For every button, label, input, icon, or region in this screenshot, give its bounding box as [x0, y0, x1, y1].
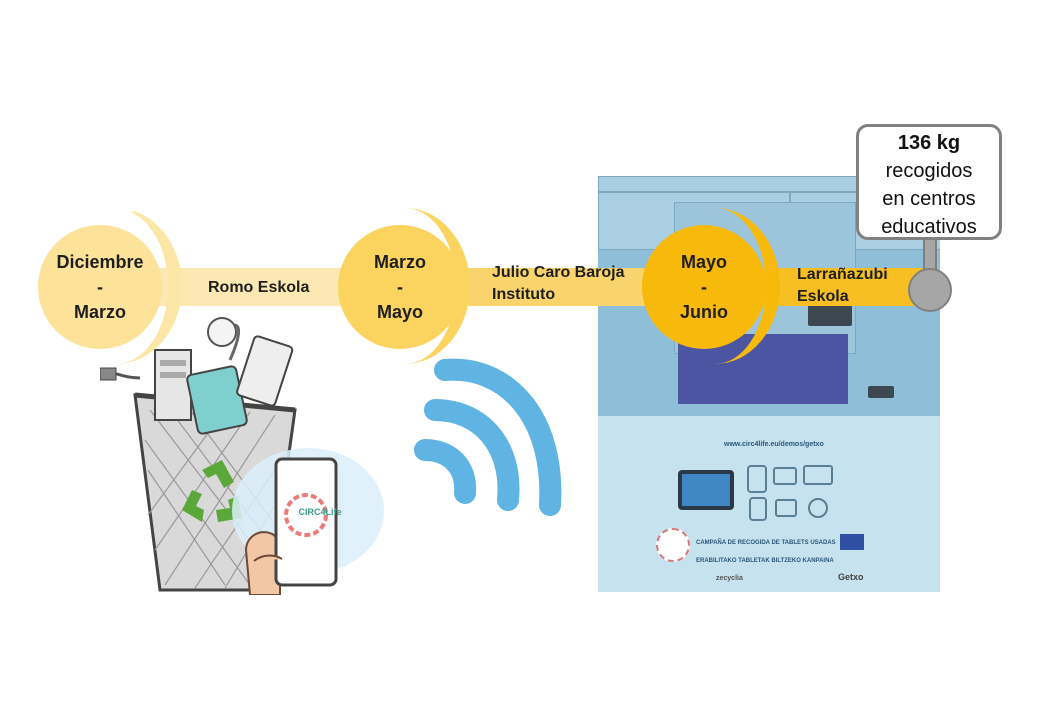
stage-2-start: Marzo	[373, 251, 426, 272]
phone-app-name: CIRC4Life	[298, 507, 342, 517]
stage-2-circle: Marzo - Mayo	[338, 225, 462, 349]
devices-icon	[678, 465, 833, 521]
stage-1-dash: -	[97, 276, 103, 297]
callout-line-2: en centros	[882, 188, 976, 210]
timeline-bar-2	[430, 268, 680, 306]
kiosk-url: www.circ4life.eu/demos/getxo	[724, 441, 824, 448]
stage-3-end: Junio	[680, 301, 728, 322]
stage-2-end: Mayo	[376, 301, 423, 322]
kiosk-campaign-line-1: CAMPAÑA DE RECOGIDA DE TABLETS USADAS	[696, 540, 836, 546]
wifi-icon	[414, 358, 562, 516]
stage-2-dash: -	[397, 276, 403, 297]
callout-line-3: educativos	[881, 216, 977, 238]
callout-amount: 136 kg	[897, 132, 961, 154]
smartphone-icon	[274, 457, 338, 587]
stage-3-circle: Mayo - Junio	[642, 225, 766, 349]
timeline-end-dot	[908, 268, 952, 312]
eu-flag-icon	[840, 534, 864, 550]
stage-1-circle: Diciembre - Marzo	[38, 225, 162, 349]
stage-1-end: Marzo	[73, 301, 126, 322]
kiosk-sponsor-2: Getxo	[838, 572, 864, 582]
kiosk-sponsor-1: zecyclia	[716, 575, 743, 582]
kiosk-banner: www.circ4life.eu/demos/getxo CAMPAÑA DE …	[598, 416, 940, 592]
location-2-line-2: Instituto	[492, 286, 556, 303]
callout-line-1: recogidos	[885, 160, 973, 182]
location-2-line-1: Julio Caro Baroja	[492, 264, 625, 281]
location-3-label: Larrañazubi Eskola	[797, 264, 888, 308]
location-3-line-2: Eskola	[797, 288, 849, 305]
calculator-icon	[236, 335, 294, 407]
location-2-label: Julio Caro Baroja Instituto	[492, 262, 624, 306]
stage-3-start: Mayo	[680, 251, 727, 272]
kiosk-logo-seal	[656, 528, 690, 562]
phone-in-hand-illustration	[244, 457, 338, 595]
stage-1-start: Diciembre	[56, 251, 144, 272]
kiosk-campaign-line-2: ERABILITAKO TABLETAK BILTZEKO KANPAINA	[696, 558, 834, 564]
plug-icon	[100, 367, 117, 381]
location-1-line-1: Romo Eskola	[208, 279, 310, 296]
location-1-label: Romo Eskola	[208, 277, 309, 299]
location-3-line-1: Larrañazubi	[797, 266, 888, 283]
collected-amount-callout: 136 kg recogidos en centros educativos	[856, 124, 1002, 240]
stage-3-dash: -	[701, 276, 707, 297]
lightbulb-icon	[207, 317, 237, 347]
